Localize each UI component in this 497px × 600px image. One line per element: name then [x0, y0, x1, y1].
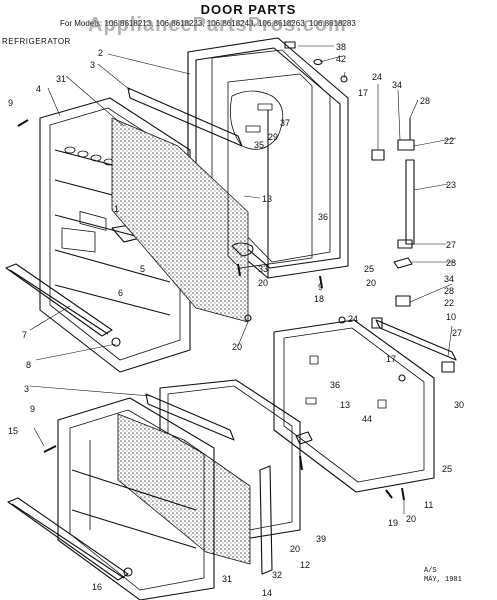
freezer-handle [5, 263, 113, 337]
part-label: 30 [454, 400, 464, 410]
part-label: 13 [262, 194, 272, 204]
part-label: 28 [420, 96, 430, 106]
part-label: 37 [280, 118, 290, 128]
part-label: 24 [372, 72, 382, 82]
part-label: 22 [444, 136, 454, 146]
part-label: 15 [8, 426, 18, 436]
revision-stamp: A/S MAY, 1981 [424, 567, 462, 585]
lower-insulation [117, 413, 251, 565]
fresh-food-outer-door [273, 319, 435, 493]
part-label: 20 [258, 278, 268, 288]
part-label: 11 [424, 500, 433, 510]
part-label: 3 [90, 60, 95, 70]
part-label: 34 [392, 80, 402, 90]
part-label: 25 [364, 264, 374, 274]
part-label: 5 [140, 264, 145, 274]
part-label: 27 [446, 240, 456, 250]
part-label: 32 [272, 570, 282, 580]
part-label: 10 [446, 312, 456, 322]
part-label: 33 [258, 264, 268, 274]
part-label: 36 [330, 380, 340, 390]
lower-inner-liner [57, 397, 215, 600]
part-label: 22 [444, 298, 454, 308]
part-label: 29 [268, 132, 278, 142]
part-label: 16 [92, 582, 102, 592]
part-label: 24 [348, 314, 358, 324]
part-label: 27 [452, 328, 462, 338]
part-label: 3 [24, 384, 29, 394]
watermark: AppliancePartsPros.com [88, 14, 347, 36]
part-label: 18 [314, 294, 324, 304]
part-label: 36 [318, 212, 328, 222]
part-label: 17 [386, 354, 396, 364]
part-label: 20 [366, 278, 376, 288]
part-label: 19 [388, 518, 398, 528]
part-label: 20 [290, 544, 300, 554]
part-label: 9 [30, 404, 35, 414]
part-label: 4 [36, 84, 41, 94]
part-label: 25 [442, 464, 452, 474]
part-label: 13 [340, 400, 350, 410]
appliance-label: REFRIGERATOR [2, 37, 71, 46]
model-numbers: For Models: 106.8618213, 106.8618223, 10… [60, 19, 356, 28]
lower-handle [7, 497, 129, 581]
part-label: 12 [300, 560, 310, 570]
part-label: 31 [222, 574, 232, 584]
part-label: 38 [336, 42, 346, 52]
page-title: DOOR PARTS [200, 2, 297, 17]
part-label: 2 [98, 48, 103, 58]
part-label: 31 [56, 74, 66, 84]
part-label: 14 [262, 588, 272, 598]
part-label: 28 [446, 258, 456, 268]
part-label: 20 [406, 514, 416, 524]
part-label: 23 [446, 180, 456, 190]
part-label: 1 [114, 204, 119, 214]
revision-date: MAY, 1981 [424, 576, 462, 584]
part-label: 34 [444, 274, 454, 284]
part-label: 7 [22, 330, 27, 340]
revision-code: A/S [424, 567, 437, 575]
part-label: 28 [444, 286, 454, 296]
part-label: 39 [316, 534, 326, 544]
part-label: 9 [318, 282, 323, 292]
part-label: 6 [118, 288, 123, 298]
part-label: 42 [336, 54, 346, 64]
part-label: 35 [254, 140, 264, 150]
part-label: 8 [26, 360, 31, 370]
part-label: 17 [358, 88, 368, 98]
part-label: 9 [8, 98, 13, 108]
freezer-inner-liner [39, 97, 191, 373]
part-label: 44 [362, 414, 372, 424]
part-label: 20 [232, 342, 242, 352]
